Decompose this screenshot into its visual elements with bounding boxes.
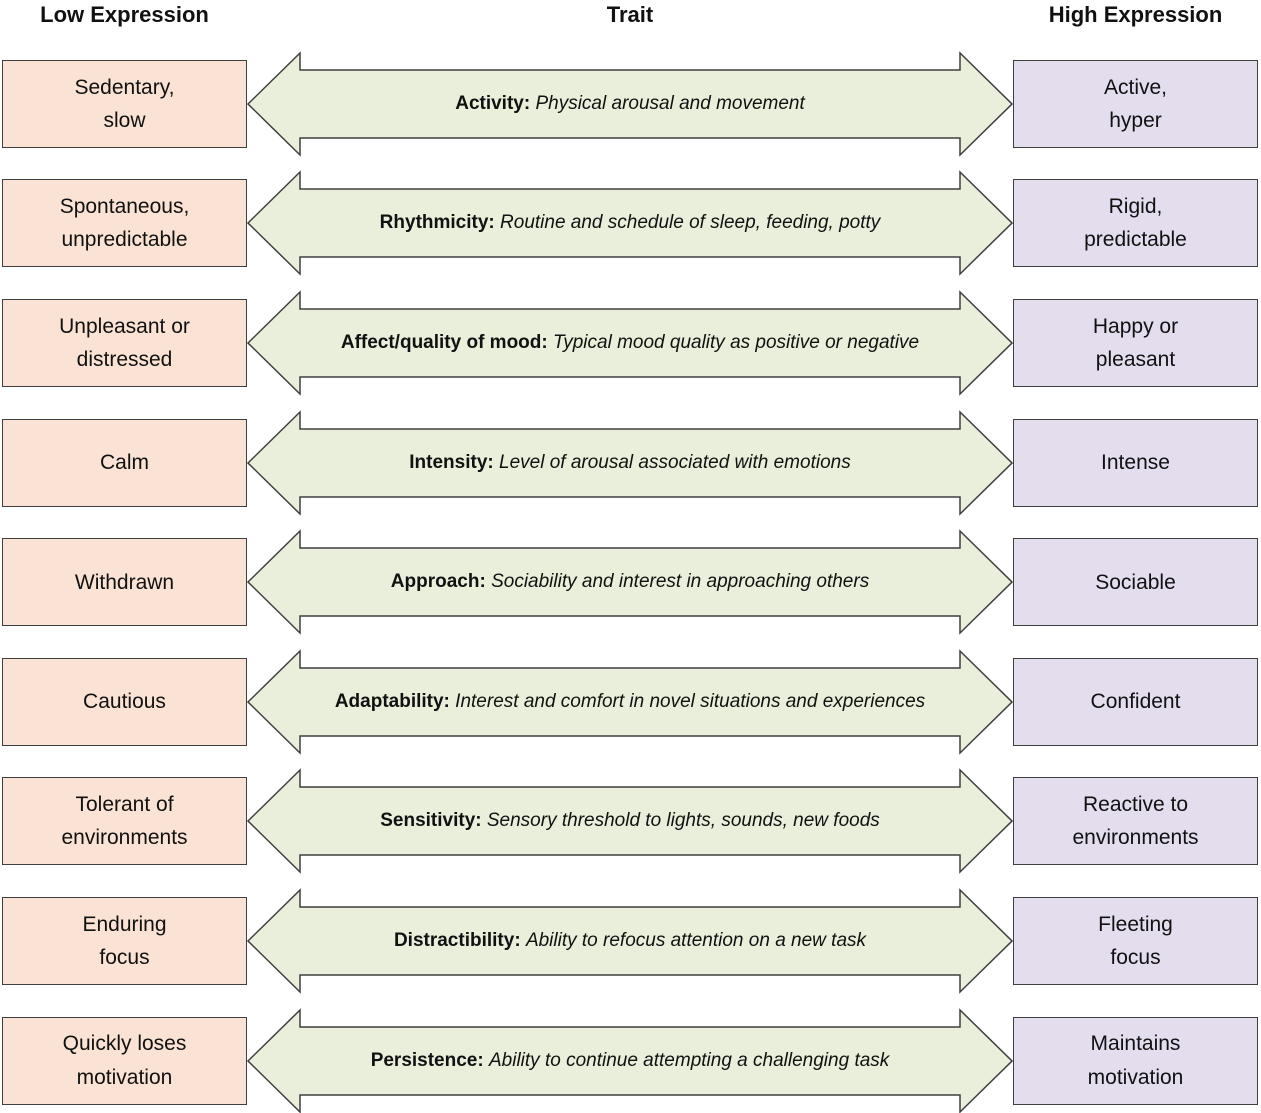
low-expression-box: Quickly loses motivation — [2, 1016, 247, 1105]
low-expression-box: Unpleasant or distressed — [2, 298, 247, 387]
high-expression-box: Intense — [1013, 418, 1258, 507]
trait-description: Ability to continue attempting a challen… — [488, 1049, 890, 1071]
trait-arrow: Adaptability:Interest and comfort in nov… — [247, 648, 1013, 755]
trait-row: Sedentary, slow Activity:Physical arousa… — [0, 44, 1261, 164]
trait-arrow: Affect/quality of mood:Typical mood qual… — [247, 290, 1013, 396]
high-expression-box: Maintains motivation — [1013, 1016, 1258, 1105]
trait-name: Persistence: — [370, 1049, 484, 1071]
high-expression-box: Happy or pleasant — [1013, 298, 1258, 387]
trait-description: Level of arousal associated with emotion… — [499, 451, 851, 473]
trait-name: Activity: — [455, 92, 531, 114]
column-headers: Low Expression Trait High Expression — [0, 0, 1261, 44]
high-expression-box: Confident — [1013, 657, 1258, 746]
trait-description: Typical mood quality as positive or nega… — [553, 331, 920, 353]
low-expression-box: Tolerant of environments — [2, 777, 247, 866]
header-trait: Trait — [606, 2, 654, 27]
trait-label: Intensity:Level of arousal associated wi… — [247, 410, 1013, 516]
trait-arrow: Intensity:Level of arousal associated wi… — [247, 409, 1013, 516]
low-expression-box: Spontaneous, unpredictable — [2, 179, 247, 268]
high-expression-box: Reactive to environments — [1013, 777, 1258, 866]
trait-arrow: Activity:Physical arousal and movement — [247, 51, 1013, 157]
trait-name: Affect/quality of mood: — [340, 331, 548, 353]
high-expression-box: Fleeting focus — [1013, 896, 1258, 985]
double-arrow-icon — [247, 1007, 1013, 1113]
high-expression-box: Active, hyper — [1013, 59, 1258, 148]
trait-label: Affect/quality of mood:Typical mood qual… — [247, 290, 1013, 396]
double-arrow-icon — [247, 768, 1013, 875]
trait-label: Distractibility:Ability to refocus atten… — [247, 888, 1013, 994]
header-high-expression: High Expression — [1048, 2, 1223, 27]
low-expression-box: Cautious — [2, 657, 247, 746]
trait-row: Unpleasant or distressed Affect/quality … — [0, 283, 1261, 403]
trait-description: Sensory threshold to lights, sounds, new… — [486, 810, 880, 832]
trait-description: Sociability and interest in approaching … — [491, 571, 870, 593]
trait-label: Persistence:Ability to continue attempti… — [247, 1008, 1013, 1113]
low-expression-box: Calm — [2, 418, 247, 507]
trait-label: Activity:Physical arousal and movement — [247, 51, 1013, 157]
trait-name: Approach: — [390, 571, 486, 593]
trait-label: Sensitivity:Sensory threshold to lights,… — [247, 768, 1013, 874]
trait-row: Calm Intensity:Level of arousal associat… — [0, 403, 1261, 523]
trait-description: Ability to refocus attention on a new ta… — [525, 929, 867, 951]
double-arrow-icon — [247, 648, 1013, 755]
trait-arrow: Sensitivity:Sensory threshold to lights,… — [247, 768, 1013, 875]
high-expression-box: Rigid, predictable — [1013, 179, 1258, 268]
trait-name: Rhythmicity: — [379, 212, 495, 234]
trait-label: Adaptability:Interest and comfort in nov… — [247, 649, 1013, 755]
low-expression-box: Enduring focus — [2, 896, 247, 985]
trait-rows: Sedentary, slow Activity:Physical arousa… — [0, 44, 1261, 1113]
double-arrow-icon — [247, 170, 1013, 277]
trait-description: Interest and comfort in novel situations… — [455, 690, 926, 712]
trait-label: Rhythmicity:Routine and schedule of slee… — [247, 170, 1013, 276]
header-low-expression: Low Expression — [40, 2, 209, 27]
trait-arrow: Approach:Sociability and interest in app… — [247, 529, 1013, 635]
low-expression-box: Sedentary, slow — [2, 59, 247, 148]
double-arrow-icon — [247, 409, 1013, 516]
trait-description: Routine and schedule of sleep, feeding, … — [500, 212, 881, 234]
trait-name: Distractibility: — [393, 929, 521, 951]
double-arrow-icon — [247, 529, 1013, 635]
trait-arrow: Persistence:Ability to continue attempti… — [247, 1007, 1013, 1113]
trait-row: Cautious Adaptability:Interest and comfo… — [0, 642, 1261, 762]
trait-name: Sensitivity: — [380, 810, 482, 832]
trait-label: Approach:Sociability and interest in app… — [247, 529, 1013, 635]
low-expression-box: Withdrawn — [2, 538, 247, 627]
double-arrow-icon — [247, 888, 1013, 994]
trait-name: Intensity: — [409, 451, 494, 473]
trait-arrow: Rhythmicity:Routine and schedule of slee… — [247, 170, 1013, 277]
trait-row: Tolerant of environments Sensitivity:Sen… — [0, 762, 1261, 882]
high-expression-box: Sociable — [1013, 538, 1258, 627]
trait-arrow: Distractibility:Ability to refocus atten… — [247, 888, 1013, 994]
trait-description: Physical arousal and movement — [535, 92, 805, 114]
double-arrow-icon — [247, 290, 1013, 396]
double-arrow-icon — [247, 51, 1013, 157]
trait-name: Adaptability: — [334, 690, 450, 712]
trait-row: Withdrawn Approach:Sociability and inter… — [0, 522, 1261, 642]
trait-row: Spontaneous, unpredictable Rhythmicity:R… — [0, 164, 1261, 284]
trait-row: Quickly loses motivation Persistence:Abi… — [0, 1001, 1261, 1113]
trait-row: Enduring focus Distractibility:Ability t… — [0, 881, 1261, 1001]
